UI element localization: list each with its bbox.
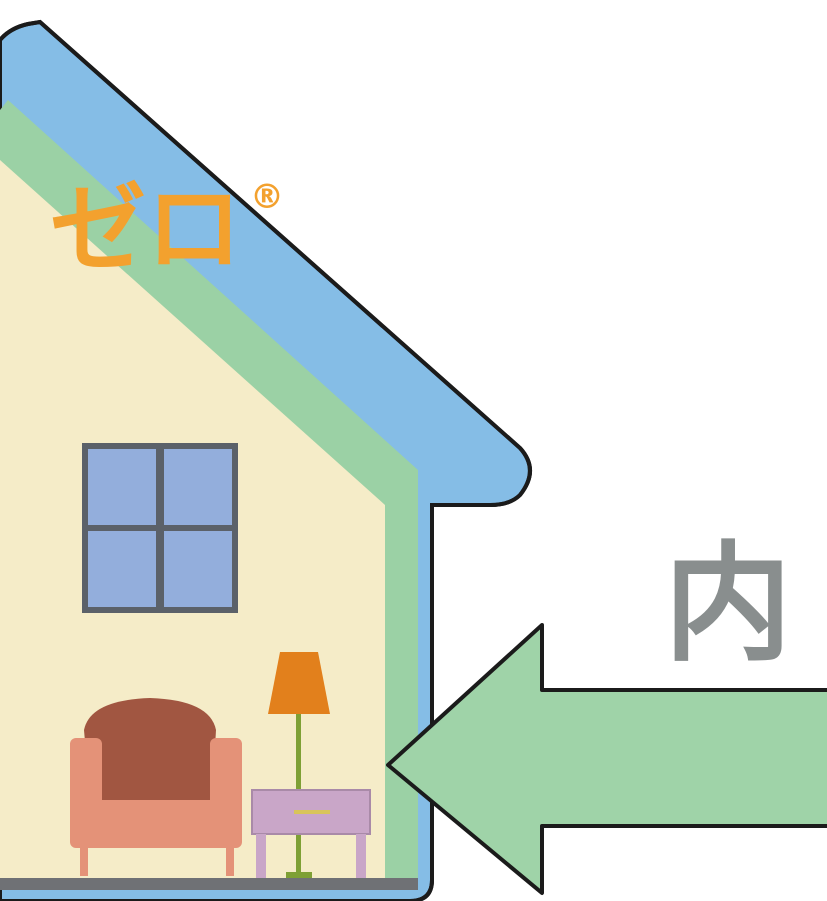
window-icon: [82, 443, 238, 613]
registered-mark: ®: [250, 177, 284, 217]
direction-label: 内: [664, 530, 792, 679]
floor: [0, 878, 418, 890]
brand-text: ゼロ: [50, 173, 242, 285]
